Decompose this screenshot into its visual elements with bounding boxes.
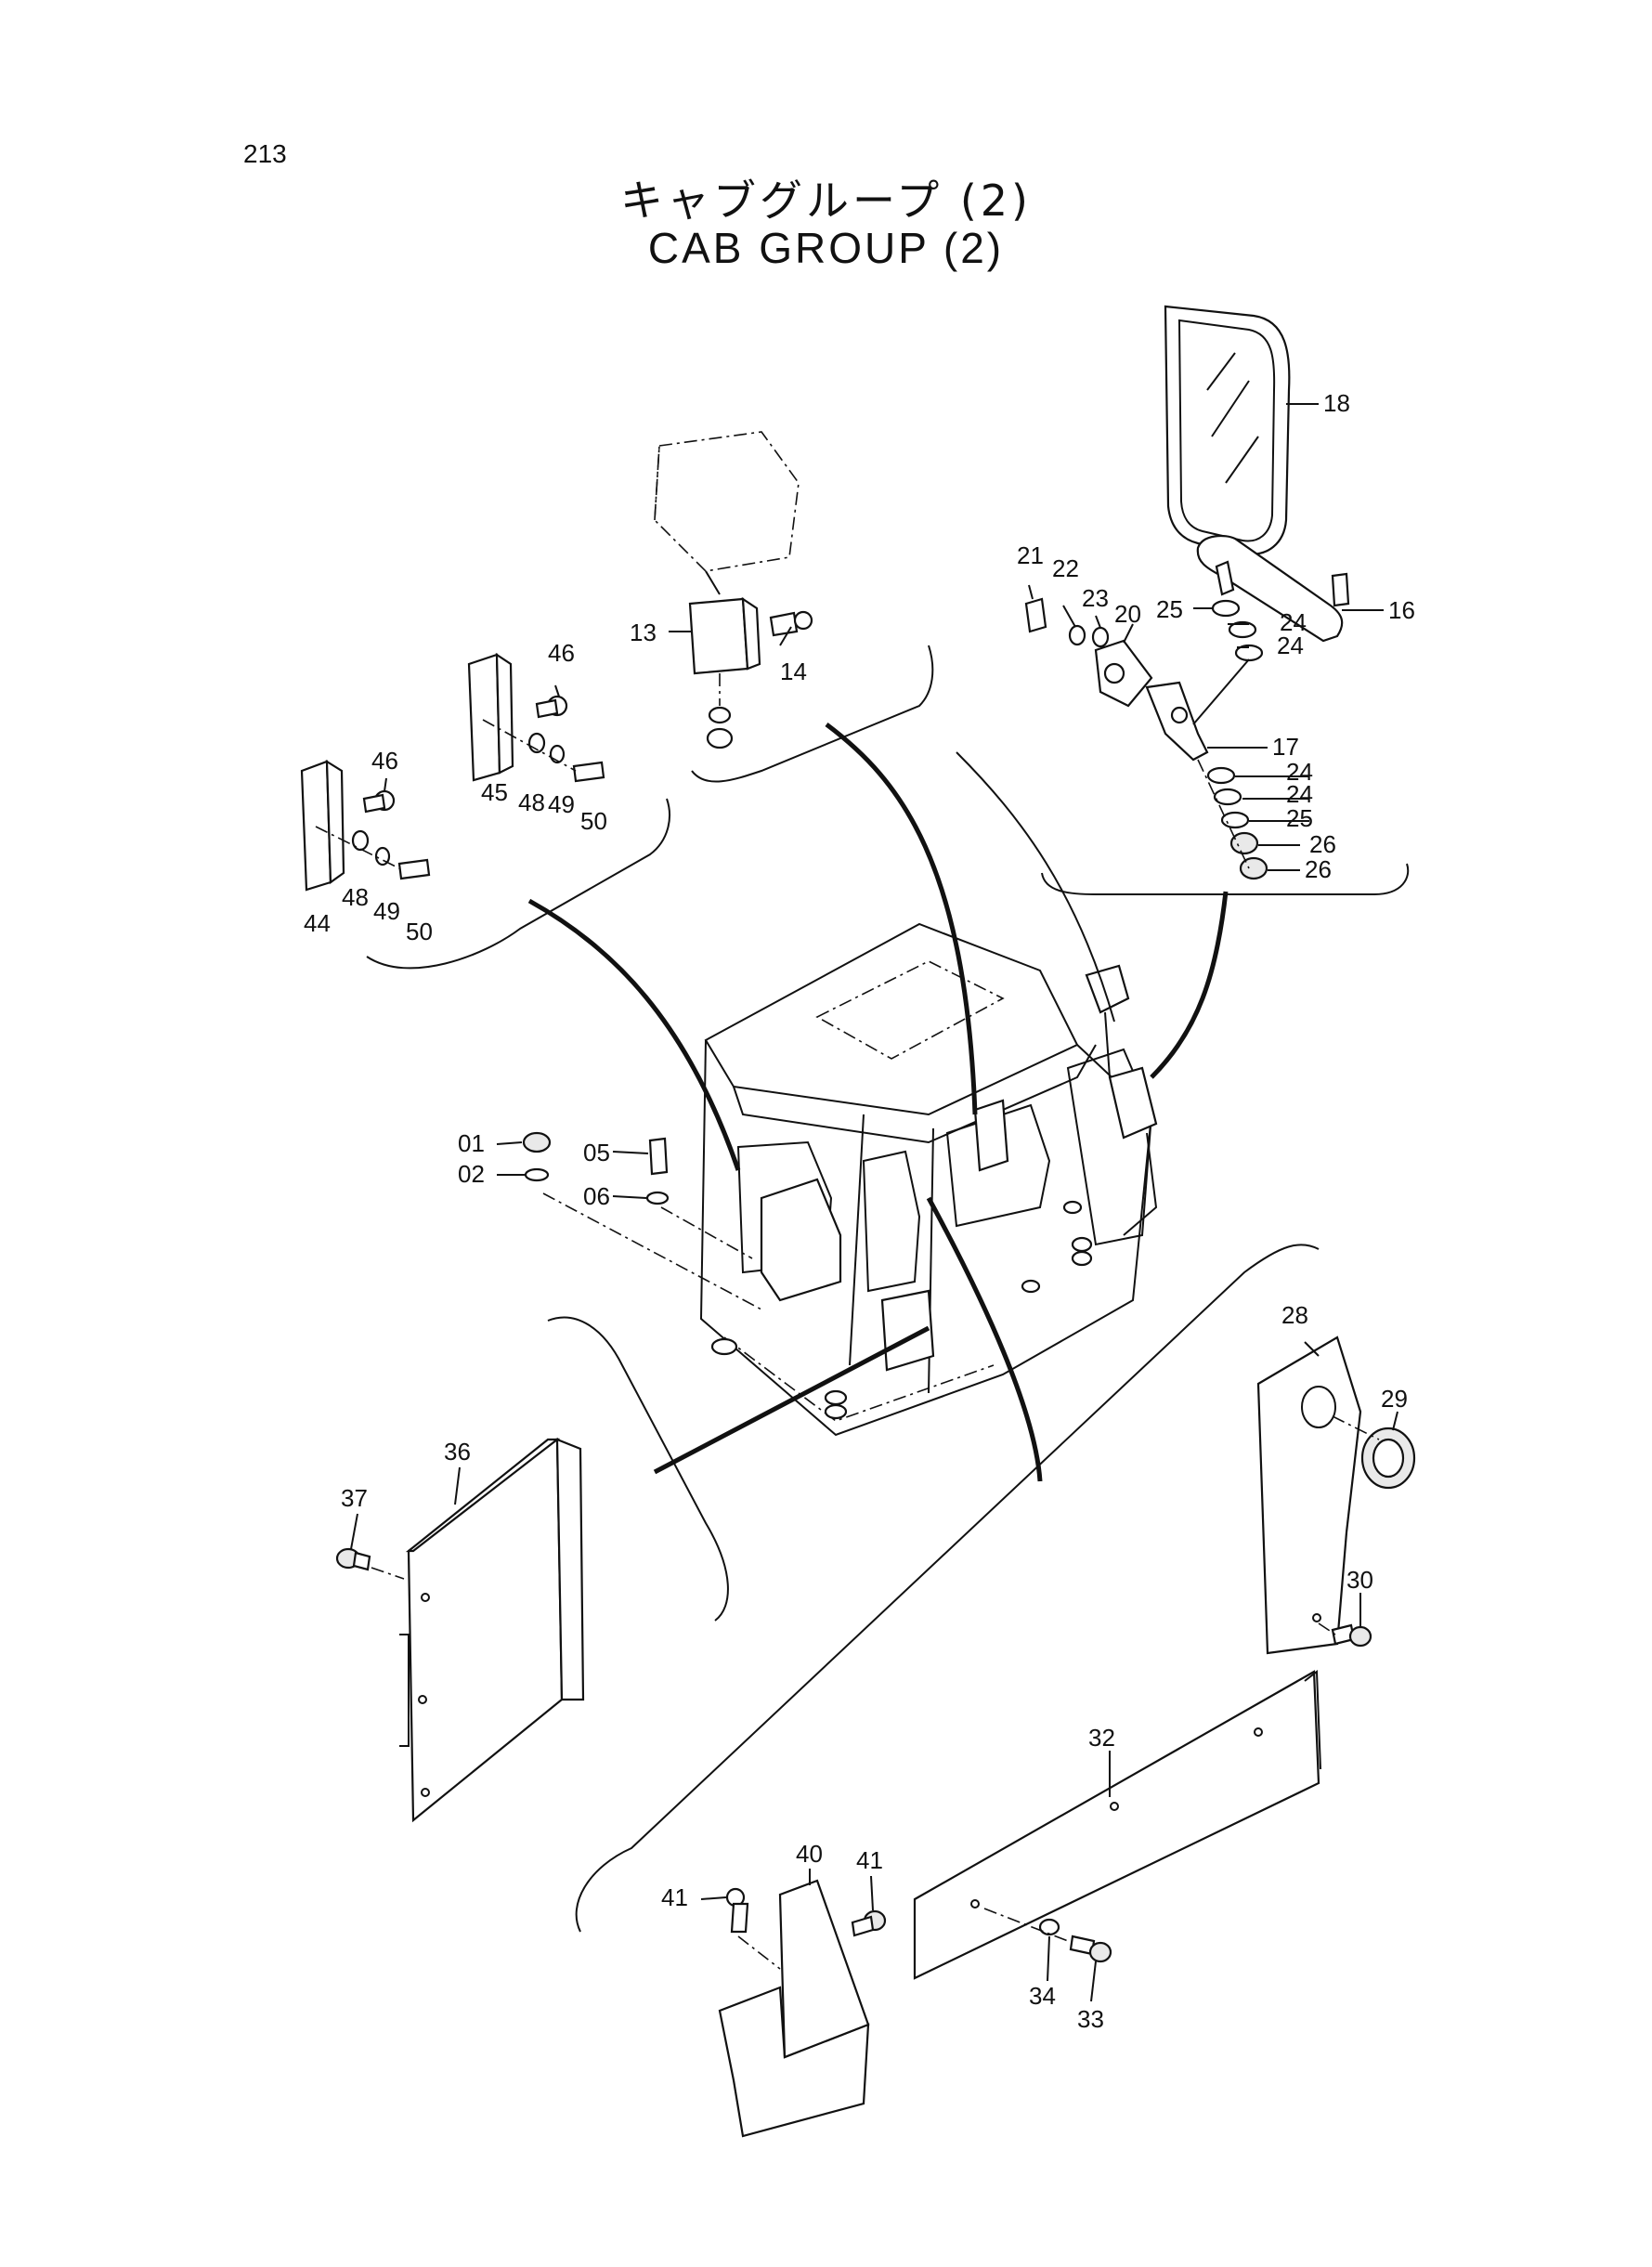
part-label: 44	[304, 909, 331, 937]
part-label: 32	[1088, 1724, 1115, 1752]
title-japanese: キャブグループ (2)	[619, 176, 1033, 226]
part-label: 34	[1029, 1982, 1056, 2010]
part-label: 50	[580, 807, 607, 835]
part-label: 25	[1286, 804, 1313, 832]
part-label: 46	[371, 747, 398, 775]
part-label: 21	[1017, 541, 1044, 569]
part-label: 50	[406, 918, 433, 945]
cab-hardware	[522, 1131, 762, 1310]
part-label: 22	[1052, 554, 1079, 582]
part-label: 24	[1277, 632, 1304, 659]
part-label: 36	[444, 1438, 471, 1466]
part-label: 40	[796, 1840, 823, 1868]
part-label: 29	[1381, 1385, 1408, 1413]
part-label: 17	[1272, 733, 1299, 761]
part-label: 26	[1305, 855, 1332, 883]
side-panel-group	[335, 1316, 729, 1823]
part-label: 24	[1286, 758, 1313, 786]
part-label: 18	[1323, 389, 1350, 417]
part-label: 05	[583, 1139, 610, 1166]
connection-lines	[527, 723, 1229, 1482]
rear-plate-group	[1256, 1335, 1416, 1655]
part-label: 23	[1082, 584, 1109, 612]
title-english: CAB GROUP (2)	[647, 224, 1005, 272]
part-label: 13	[630, 619, 657, 646]
part-label: 30	[1346, 1566, 1373, 1594]
part-label: 24	[1280, 608, 1307, 636]
part-label: 48	[342, 883, 369, 911]
part-label: 33	[1077, 2005, 1104, 2033]
part-label: 20	[1114, 600, 1141, 628]
part-label: 14	[780, 658, 807, 685]
part-label: 16	[1388, 596, 1415, 624]
part-label: 28	[1281, 1301, 1308, 1329]
part-label: 26	[1309, 830, 1336, 858]
part-label: 46	[548, 639, 575, 667]
part-label: 45	[481, 778, 508, 806]
latch-bracket-group	[300, 652, 670, 970]
part-labels: 01 02 05 06 13 14 16 17 18 20 21 22 23 2…	[304, 389, 1415, 2033]
part-label: 49	[373, 897, 400, 925]
part-label: 25	[1156, 595, 1183, 623]
work-light-group	[654, 431, 934, 783]
mirror-group	[1024, 305, 1410, 895]
lower-cover-group	[575, 1244, 1321, 2138]
part-label: 41	[856, 1846, 883, 1874]
part-label: 37	[341, 1484, 368, 1512]
part-label: 01	[458, 1129, 485, 1157]
part-label: 49	[548, 790, 575, 818]
part-label: 48	[518, 788, 545, 816]
part-label: 41	[661, 1883, 688, 1911]
cab-body	[699, 922, 1158, 1437]
page-number: 213	[243, 139, 287, 168]
part-label: 02	[458, 1160, 485, 1188]
leader-lines	[350, 403, 1398, 2002]
part-label: 24	[1286, 780, 1313, 808]
part-label: 06	[583, 1182, 610, 1210]
